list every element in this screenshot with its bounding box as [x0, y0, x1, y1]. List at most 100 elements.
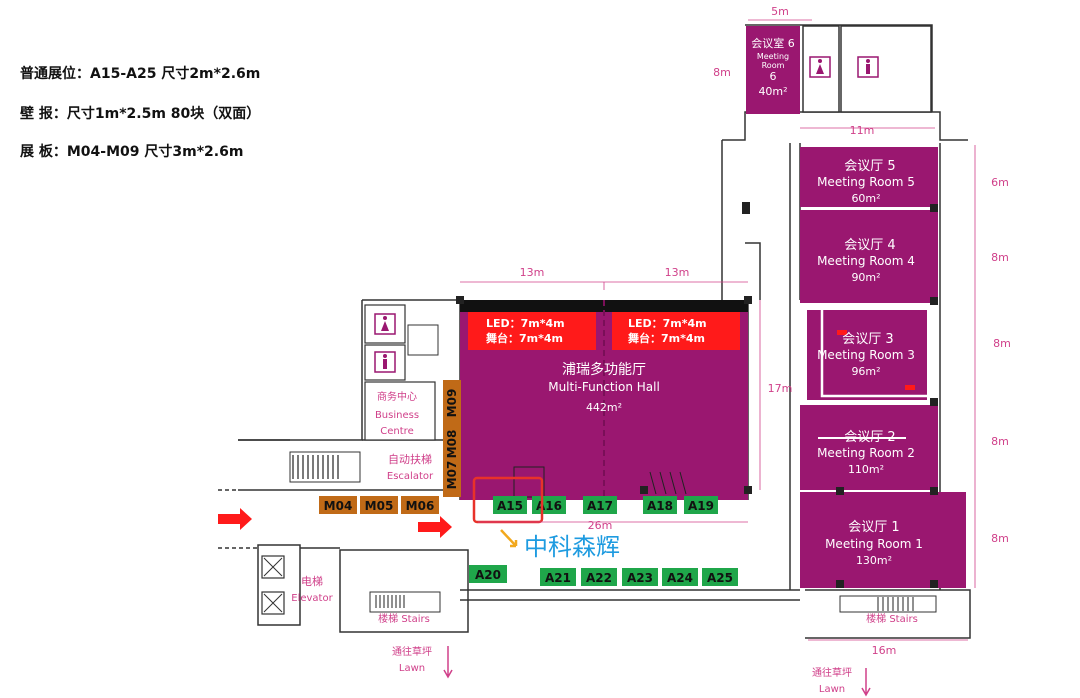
room2-area: 110m² [848, 463, 884, 476]
room1-cn: 会议厅 1 [848, 520, 899, 535]
led-right-size: LED：7m*4m [628, 317, 707, 330]
meeting-room-5 [800, 147, 938, 207]
room2-en: Meeting Room 2 [817, 446, 915, 460]
hall-area: 442m² [586, 401, 622, 414]
stairs-left-label: 楼梯 Stairs [378, 612, 430, 625]
meeting-room-6 [746, 26, 800, 114]
booth-a22-label: A22 [586, 571, 612, 585]
lawn-right-arrow-icon [861, 668, 871, 697]
led-stage-left [468, 312, 596, 350]
hall-en: Multi-Function Hall [548, 380, 660, 394]
dim-26m: 26m [588, 519, 613, 532]
booth-m08-label: M08 [445, 430, 459, 459]
booth-a21[interactable] [540, 568, 576, 586]
booth-a16-label: A16 [536, 499, 562, 513]
restroom-top-right [840, 25, 932, 113]
booth-a23-label: A23 [627, 571, 653, 585]
stairs-right [839, 595, 937, 613]
lawn-left-en: Lawn [399, 663, 425, 674]
booth-m09-label: M09 [445, 389, 459, 418]
meeting-room-4 [800, 210, 938, 303]
lawn-right-cn: 通往草坪 [812, 666, 852, 679]
booth-m08[interactable] [443, 425, 461, 455]
room3-area: 96m² [851, 365, 880, 378]
meeting-room-2 [800, 405, 938, 490]
meeting-room-1 [800, 492, 966, 588]
room6-en2: Room [762, 61, 785, 70]
room6-area: 40m² [758, 85, 787, 98]
booth-a24[interactable] [662, 568, 698, 586]
dim-17m: 17m [768, 382, 793, 395]
room6-cn: 会议室 6 [751, 36, 795, 50]
elevator-cn: 电梯 [301, 575, 323, 588]
stage-left-size: 舞台：7m*4m [486, 331, 563, 345]
booth-m07-label: M07 [445, 461, 459, 490]
led-stage-right [612, 312, 740, 350]
dim-16m: 16m [872, 644, 897, 657]
legend-wall-poster: 壁 报：尺寸1m*2.5m 80块（双面） [20, 106, 261, 122]
room3-outline [820, 306, 934, 398]
booth-a19-label: A19 [688, 499, 714, 513]
business-en2: Centre [380, 426, 413, 437]
room5-area: 60m² [851, 192, 880, 205]
dim-8m-left: 8m [713, 66, 731, 79]
lawn-right-en: Lawn [819, 684, 845, 695]
pointer-arrow-icon [500, 529, 518, 548]
booth-m06-label: M06 [406, 499, 435, 513]
booth-m06[interactable] [401, 496, 439, 514]
booth-a20-label: A20 [475, 568, 501, 582]
escalator-cn: 自动扶梯 [388, 452, 432, 466]
stairs-right-label: 楼梯 Stairs [866, 612, 918, 625]
lawn-left-arrow-icon [443, 646, 453, 679]
room1-area: 130m² [856, 554, 892, 567]
booth-a20[interactable] [469, 565, 507, 583]
room3-en: Meeting Room 3 [817, 348, 915, 362]
hall-cn: 浦瑞多功能厅 [562, 361, 646, 378]
business-cn: 商务中心 [377, 390, 417, 403]
booth-a17[interactable] [583, 496, 617, 514]
room4-cn: 会议厅 4 [844, 238, 895, 253]
lawn-left-cn: 通往草坪 [392, 645, 432, 658]
booth-m07[interactable] [443, 443, 461, 497]
dim-8m-b: 8m [993, 337, 1011, 350]
booth-a23[interactable] [622, 568, 658, 586]
booth-a16[interactable] [532, 496, 566, 514]
legend-standard-booth: 普通展位：A15-A25 尺寸2m*2.6m [20, 66, 261, 82]
booth-a21-label: A21 [545, 571, 571, 585]
dim-11m: 11m [850, 124, 875, 137]
booth-a22[interactable] [581, 568, 617, 586]
booth-a15-label: A15 [497, 499, 523, 513]
dim-5m: 5m [771, 5, 789, 18]
room6-num: 6 [770, 70, 777, 83]
booth-m05[interactable] [360, 496, 398, 514]
room3-cn: 会议厅 3 [842, 332, 893, 347]
escalator-en: Escalator [387, 471, 434, 482]
hall-equipment [513, 466, 545, 498]
entrance-arrow-right [418, 516, 452, 538]
room5-cn: 会议厅 5 [844, 159, 895, 174]
room4-area: 90m² [851, 271, 880, 284]
business-en1: Business [375, 410, 419, 421]
dim-13m-a: 13m [520, 266, 545, 279]
dim-8m-a: 8m [991, 251, 1009, 264]
legend-display-board: 展 板：M04-M09 尺寸3m*2.6m [20, 144, 244, 160]
booth-m09[interactable] [443, 380, 461, 425]
booth-a25[interactable] [702, 568, 738, 586]
booth-a25-label: A25 [707, 571, 733, 585]
booth-a15[interactable] [493, 496, 527, 514]
booth-a24-label: A24 [667, 571, 693, 585]
stage-right-size: 舞台：7m*4m [628, 331, 705, 345]
booth-m04[interactable] [319, 496, 357, 514]
dim-8m-c: 8m [991, 435, 1009, 448]
led-left-size: LED：7m*4m [486, 317, 565, 330]
booth-m05-label: M05 [365, 499, 394, 513]
dim-8m-d: 8m [991, 532, 1009, 545]
booth-m04-label: M04 [324, 499, 353, 513]
booth-a19[interactable] [684, 496, 718, 514]
booth-a18-label: A18 [647, 499, 673, 513]
entrance-arrow-left [218, 508, 252, 530]
booth-a18[interactable] [643, 496, 677, 514]
room1-en: Meeting Room 1 [825, 537, 923, 551]
company-name: 中科森辉 [524, 533, 620, 561]
